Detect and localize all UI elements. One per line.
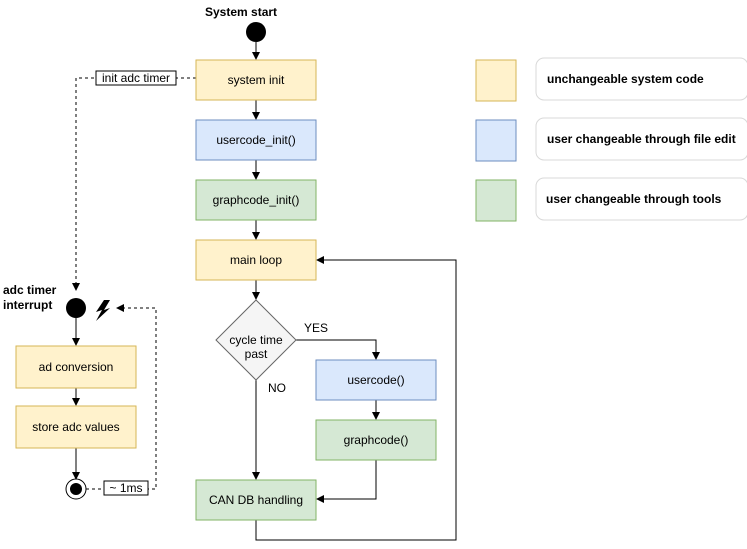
- edge-loop-back: [255, 256, 457, 541]
- period-label-box: ~ 1ms: [103, 480, 149, 496]
- node-main-loop: main loop: [195, 239, 317, 281]
- legend-swatch-blue: [475, 119, 517, 162]
- legend-label-file-edit: user changeable through file edit: [547, 132, 736, 146]
- start-label: System start: [205, 5, 277, 19]
- edge-graphcode-to-can: [316, 460, 377, 503]
- legend-label-tools: user changeable through tools: [546, 192, 722, 206]
- node-usercode-init: usercode_init(): [195, 119, 317, 161]
- node-cycle-decision: cycle time past: [215, 299, 297, 381]
- node-usercode-init-label: usercode_init(): [216, 133, 295, 147]
- interrupt-title-line1: adc timer: [3, 283, 57, 297]
- init-adc-timer-label: init adc timer: [102, 71, 170, 85]
- legend-card-tools: [535, 177, 747, 221]
- node-graphcode-init: graphcode_init(): [195, 179, 317, 221]
- interrupt-start-node: [66, 298, 86, 318]
- legend-swatch-yellow: [475, 59, 517, 102]
- legend-card-file-edit: [535, 117, 747, 161]
- init-adc-timer-label-box: init adc timer: [95, 70, 177, 86]
- interrupt-title-line2: interrupt: [3, 298, 52, 312]
- decision-label-line1: cycle time: [229, 333, 283, 347]
- node-can-db-handling: CAN DB handling: [195, 479, 317, 521]
- lightning-icon: [96, 300, 110, 321]
- legend: unchangeable system code user changeable…: [475, 57, 747, 222]
- start-node: [246, 22, 266, 42]
- node-usercode: usercode(): [315, 359, 437, 401]
- node-ad-conversion: ad conversion: [15, 345, 137, 389]
- node-usercode-label: usercode(): [347, 373, 404, 387]
- legend-item-system: unchangeable system code: [475, 57, 747, 102]
- legend-swatch-green: [475, 179, 517, 222]
- node-ad-conversion-label: ad conversion: [39, 360, 114, 374]
- node-system-init: system init: [195, 59, 317, 101]
- legend-item-tools: user changeable through tools: [475, 177, 747, 222]
- edge-init-adc-timer: [72, 77, 196, 291]
- node-store-adc-values: store adc values: [15, 405, 137, 449]
- yes-label: YES: [304, 321, 328, 335]
- edge-timer-repeat: [86, 304, 157, 490]
- period-label: ~ 1ms: [109, 481, 142, 495]
- decision-label-line2: past: [245, 347, 268, 361]
- node-graphcode-init-label: graphcode_init(): [213, 193, 300, 207]
- legend-label-system: unchangeable system code: [547, 72, 704, 86]
- node-store-adc-values-label: store adc values: [32, 420, 119, 434]
- interrupt-end-node: [65, 478, 87, 500]
- node-graphcode-label: graphcode(): [344, 433, 409, 447]
- legend-card-system: [535, 57, 747, 101]
- node-system-init-label: system init: [228, 73, 285, 87]
- edge-decision-yes: [296, 339, 380, 360]
- no-label: NO: [268, 381, 286, 395]
- node-can-db-label: CAN DB handling: [209, 493, 303, 507]
- node-graphcode: graphcode(): [315, 419, 437, 461]
- node-main-loop-label: main loop: [230, 253, 282, 267]
- legend-item-file-edit: user changeable through file edit: [475, 117, 747, 162]
